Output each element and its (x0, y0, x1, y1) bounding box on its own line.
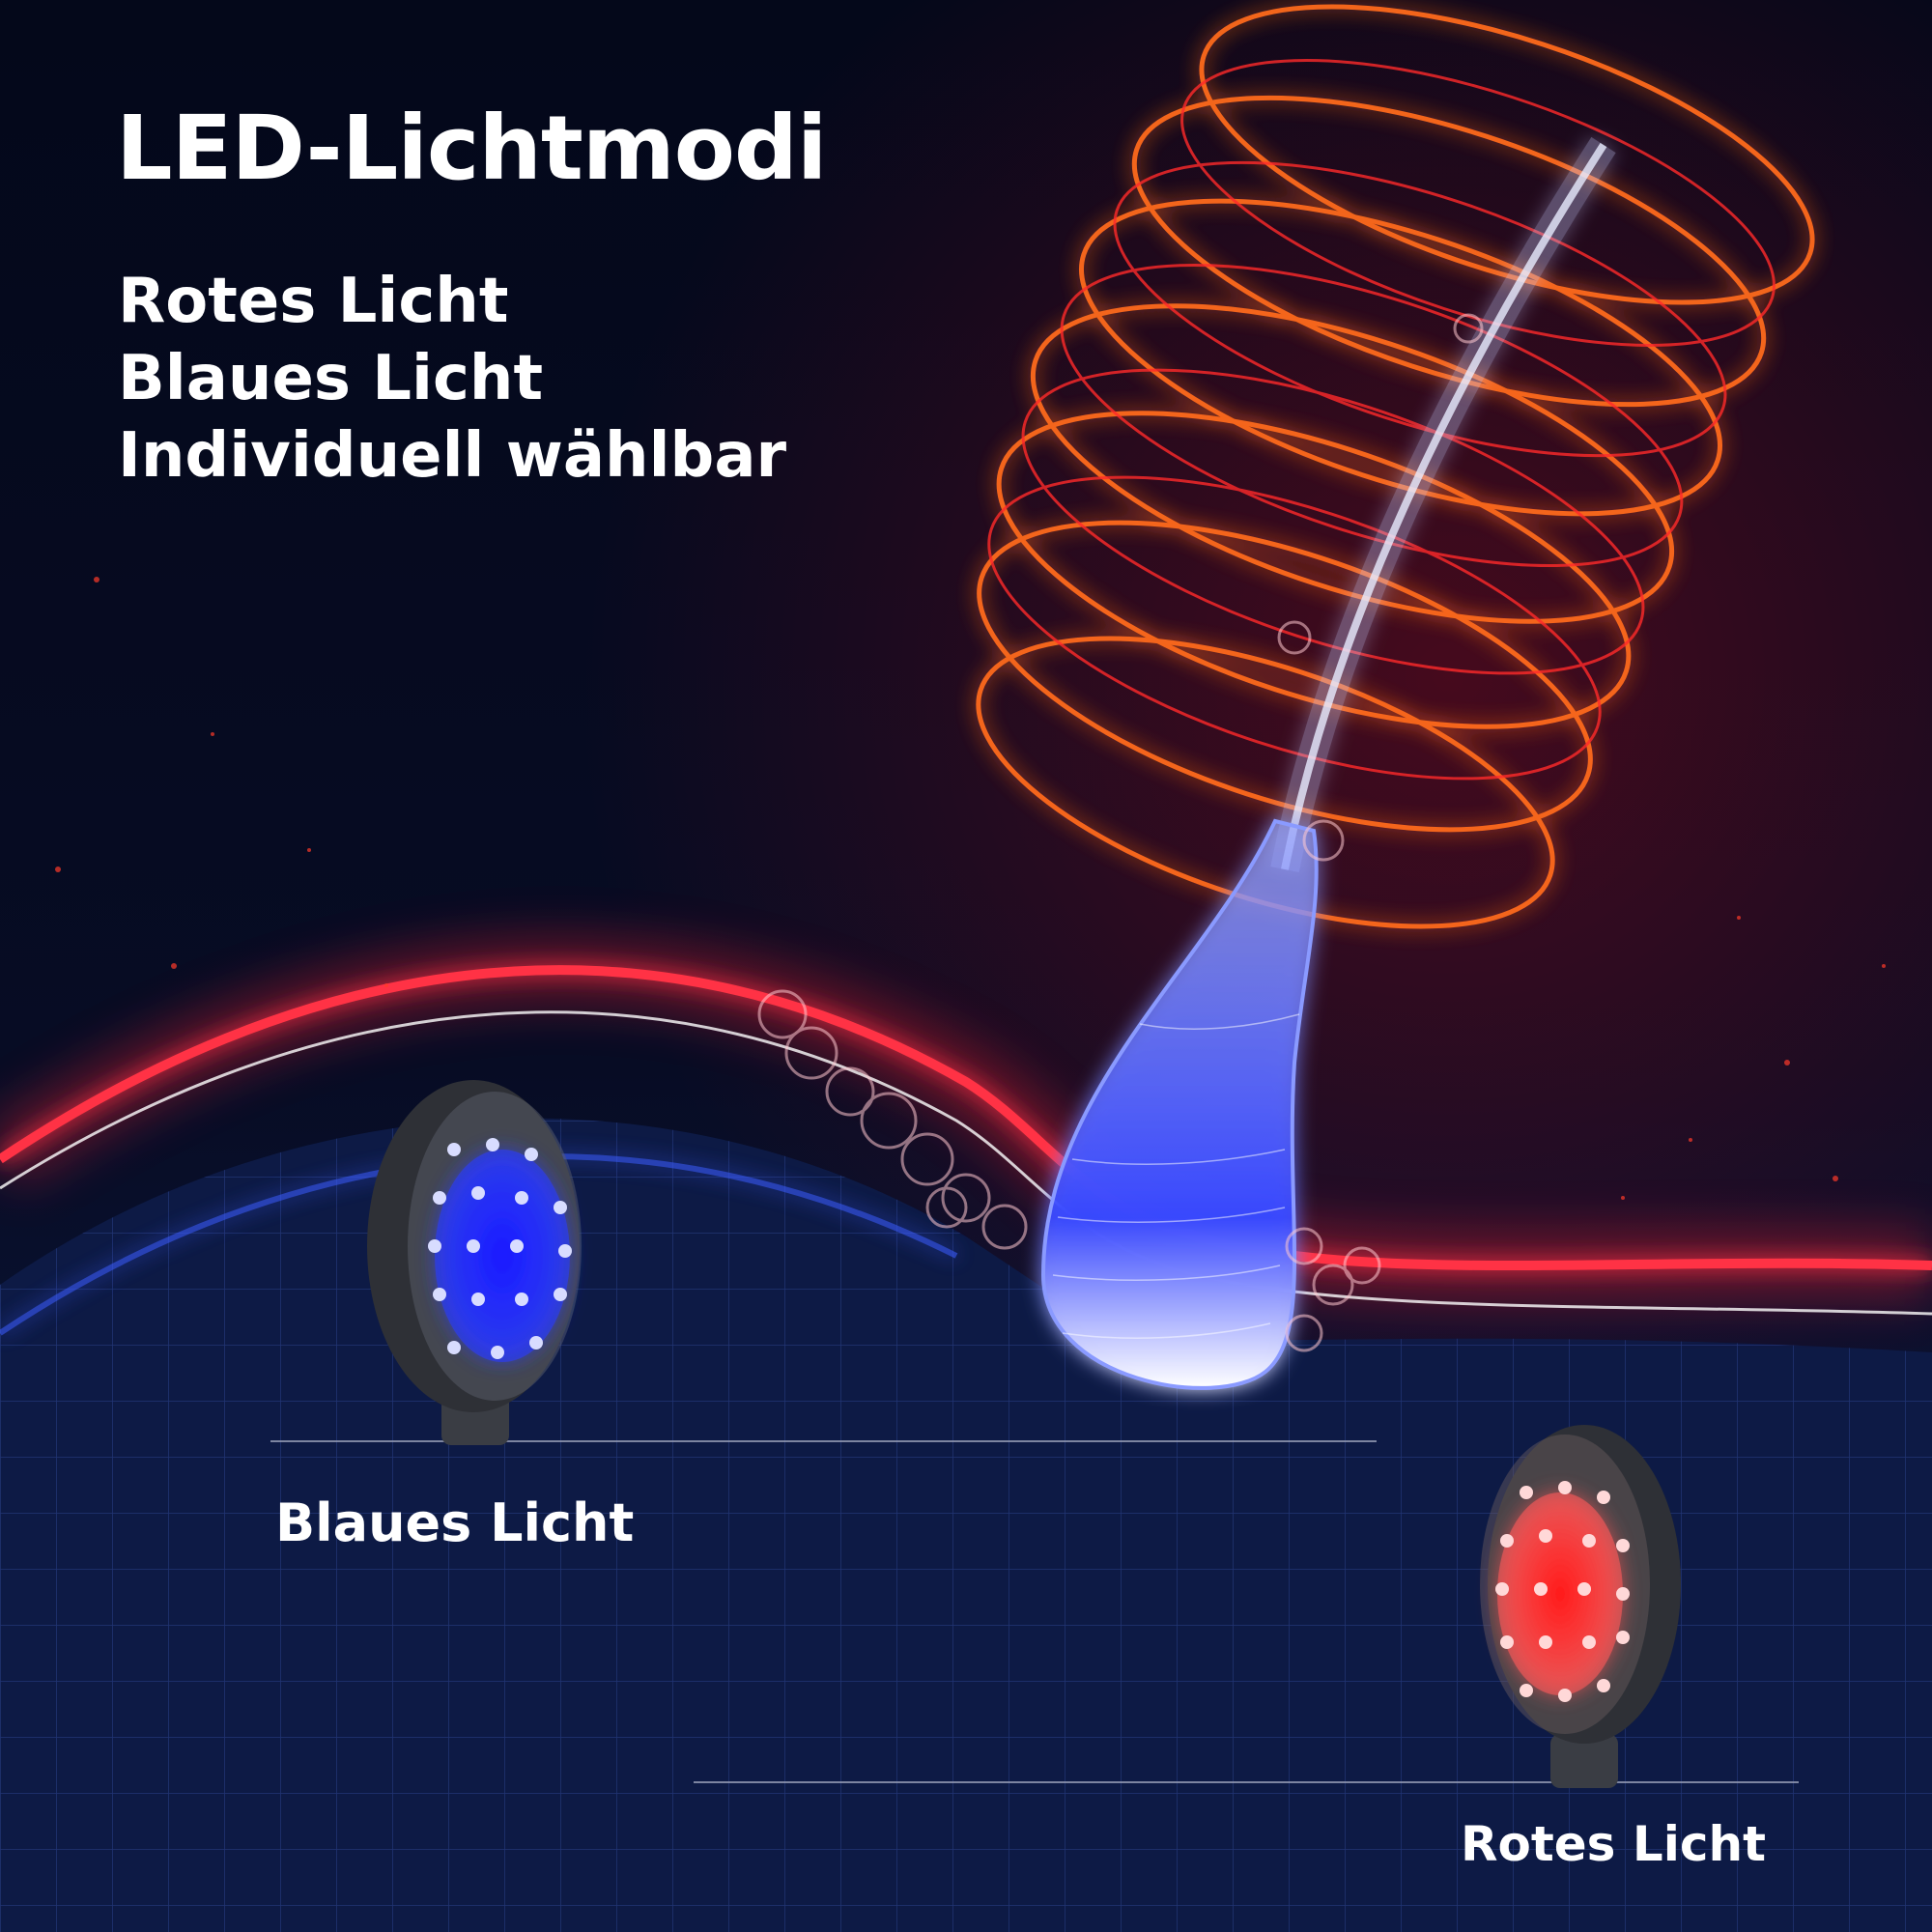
red-light-label: Rotes Licht (1461, 1816, 1766, 1872)
feature-blue-light: Blaues Licht (118, 343, 544, 414)
feature-selectable: Individuell wählbar (118, 420, 787, 492)
blue-light-label: Blaues Licht (275, 1492, 635, 1553)
blue-brush-icon (367, 1080, 582, 1445)
red-brush-icon (1480, 1425, 1681, 1788)
feature-red-light: Rotes Licht (118, 266, 509, 337)
headline: LED-Lichtmodi (116, 97, 827, 200)
